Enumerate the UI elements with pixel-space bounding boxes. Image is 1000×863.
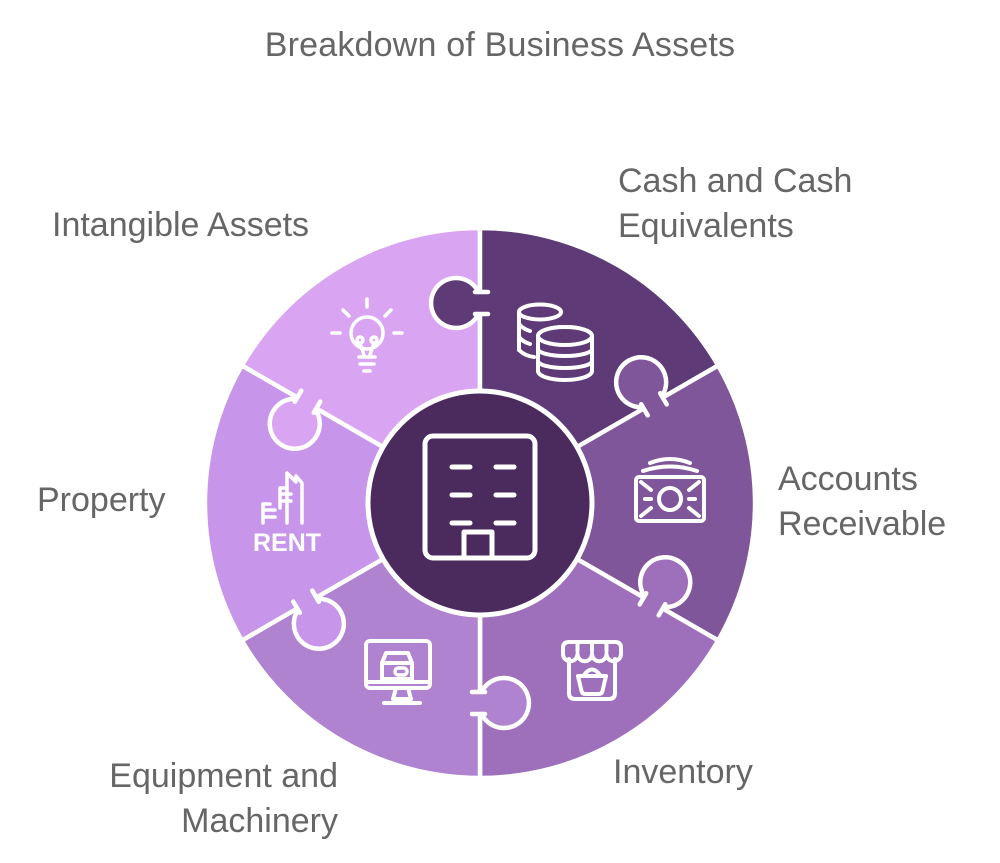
center-circle (365, 388, 595, 618)
rent-text: RENT (253, 529, 321, 557)
page-title: Breakdown of Business Assets (264, 26, 736, 64)
storefront-icon (561, 640, 623, 701)
building-icon (422, 433, 538, 561)
label-cash-and-cash-equivalents: Cash and Cash Equivalents (618, 162, 853, 245)
monitor-package-icon (364, 639, 432, 705)
label-intangible-assets: Intangible Assets (52, 206, 310, 244)
puzzle-tab-cash-and-cash-equivalents (428, 275, 491, 331)
rent-building-icon: RENT (253, 471, 321, 557)
puzzle-tab-intangible-assets (267, 388, 323, 451)
coin-stack-icon (517, 302, 594, 382)
label-equipment-and-machinery: Equipment and Machinery (109, 757, 338, 840)
puzzle-tab-accounts-receivable (613, 355, 669, 418)
banknote-icon (634, 457, 706, 523)
puzzle-tab-property (291, 588, 347, 651)
label-property: Property (37, 481, 166, 519)
label-inventory: Inventory (613, 753, 753, 791)
lightbulb-icon (330, 297, 404, 373)
label-accounts-receivable: Accounts Receivable (778, 460, 947, 543)
puzzle-tab-inventory (637, 555, 693, 618)
puzzle-tab-equipment-and-machinery (469, 675, 532, 731)
